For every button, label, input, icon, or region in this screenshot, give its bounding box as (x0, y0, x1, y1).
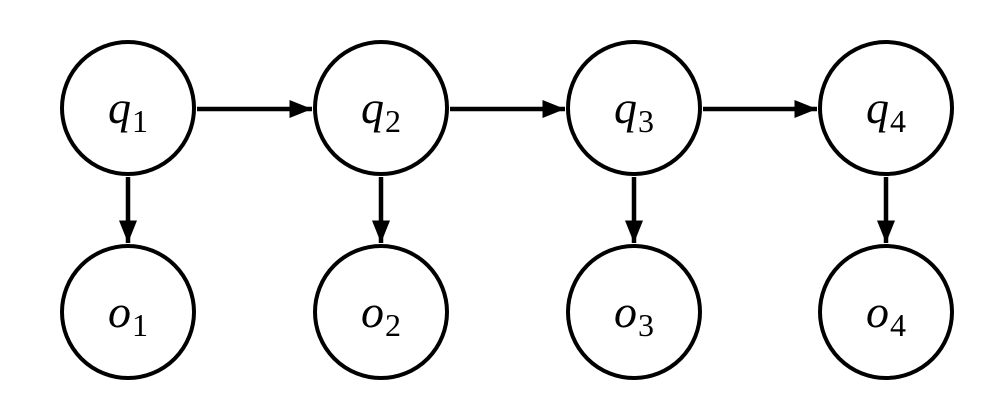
node-label: q1 (108, 82, 148, 139)
node-o1: o1 (60, 244, 196, 380)
node-q4: q4 (818, 40, 954, 176)
node-q1: q1 (60, 40, 196, 176)
node-label: o1 (108, 286, 148, 343)
node-label: q2 (361, 82, 401, 139)
node-o2: o2 (313, 244, 449, 380)
node-q2: q2 (313, 40, 449, 176)
node-q3: q3 (566, 40, 702, 176)
node-o3: o3 (566, 244, 702, 380)
node-label: q3 (614, 82, 654, 139)
node-label: o3 (614, 286, 654, 343)
node-label: q4 (866, 82, 906, 139)
node-label: o2 (361, 286, 401, 343)
node-label: o4 (866, 286, 906, 343)
node-o4: o4 (818, 244, 954, 380)
